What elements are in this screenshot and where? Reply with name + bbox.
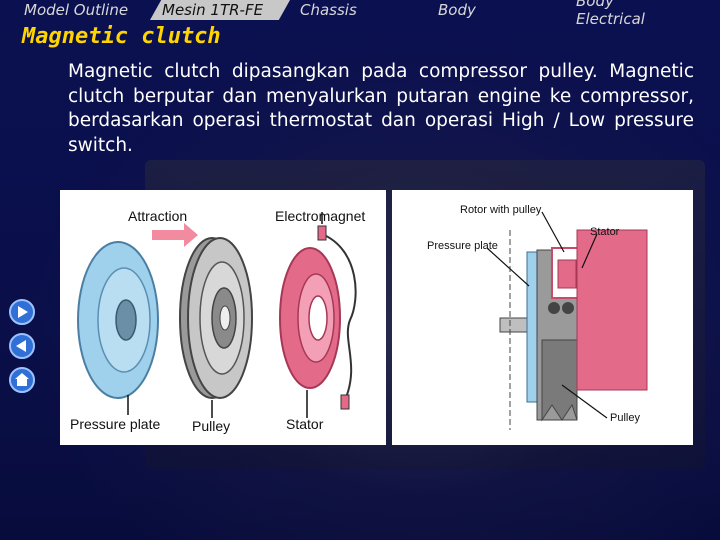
tab-mesin-1tr-fe[interactable]: Mesin 1TR-FE — [162, 1, 264, 19]
label-rotor-with-pulley: Rotor with pulley — [460, 204, 542, 216]
tab-body-electrical[interactable]: Body Electrical — [576, 0, 645, 28]
exploded-view-diagram — [77, 212, 357, 418]
label-attraction: Attraction — [128, 208, 188, 224]
home-button[interactable] — [8, 366, 36, 394]
stator-body — [576, 229, 648, 391]
tab-body[interactable]: Body — [438, 1, 476, 19]
figure-cross-section: Rotor with pulley Stator Pressure plate … — [392, 190, 693, 445]
description-paragraph: Magnetic clutch dipasangkan pada compres… — [68, 61, 694, 156]
tab-body-electrical-line1: Body — [576, 0, 614, 10]
previous-slide-button[interactable] — [8, 332, 36, 360]
cross-section-diagram — [486, 211, 648, 430]
label-stator-right: Stator — [590, 226, 620, 238]
label-pressure-plate-right: Pressure plate — [427, 240, 498, 252]
tab-body-electrical-line2: Electrical — [576, 10, 645, 28]
label-pulley-right: Pulley — [610, 412, 640, 424]
next-slide-button[interactable] — [8, 298, 36, 326]
tab-model-outline[interactable]: Model Outline — [24, 1, 129, 19]
label-pressure-plate: Pressure plate — [70, 416, 161, 432]
tab-chassis[interactable]: Chassis — [300, 1, 357, 19]
active-tab-highlight — [150, 0, 290, 20]
attraction-arrow — [152, 223, 198, 247]
arrow-left-icon — [9, 333, 35, 359]
arrow-right-icon — [9, 299, 35, 325]
page-title: Magnetic clutch — [22, 24, 221, 49]
electromagnet-wire — [321, 233, 357, 401]
label-electromagnet: Electromagnet — [275, 208, 366, 224]
top-tab-bar: Model Outline Mesin 1TR-FE Chassis Body … — [0, 0, 720, 28]
figure-exploded-view: Attraction Electromagnet Pressure plate … — [60, 190, 386, 445]
home-icon — [9, 367, 35, 393]
label-pulley: Pulley — [192, 418, 231, 434]
label-stator: Stator — [286, 416, 324, 432]
